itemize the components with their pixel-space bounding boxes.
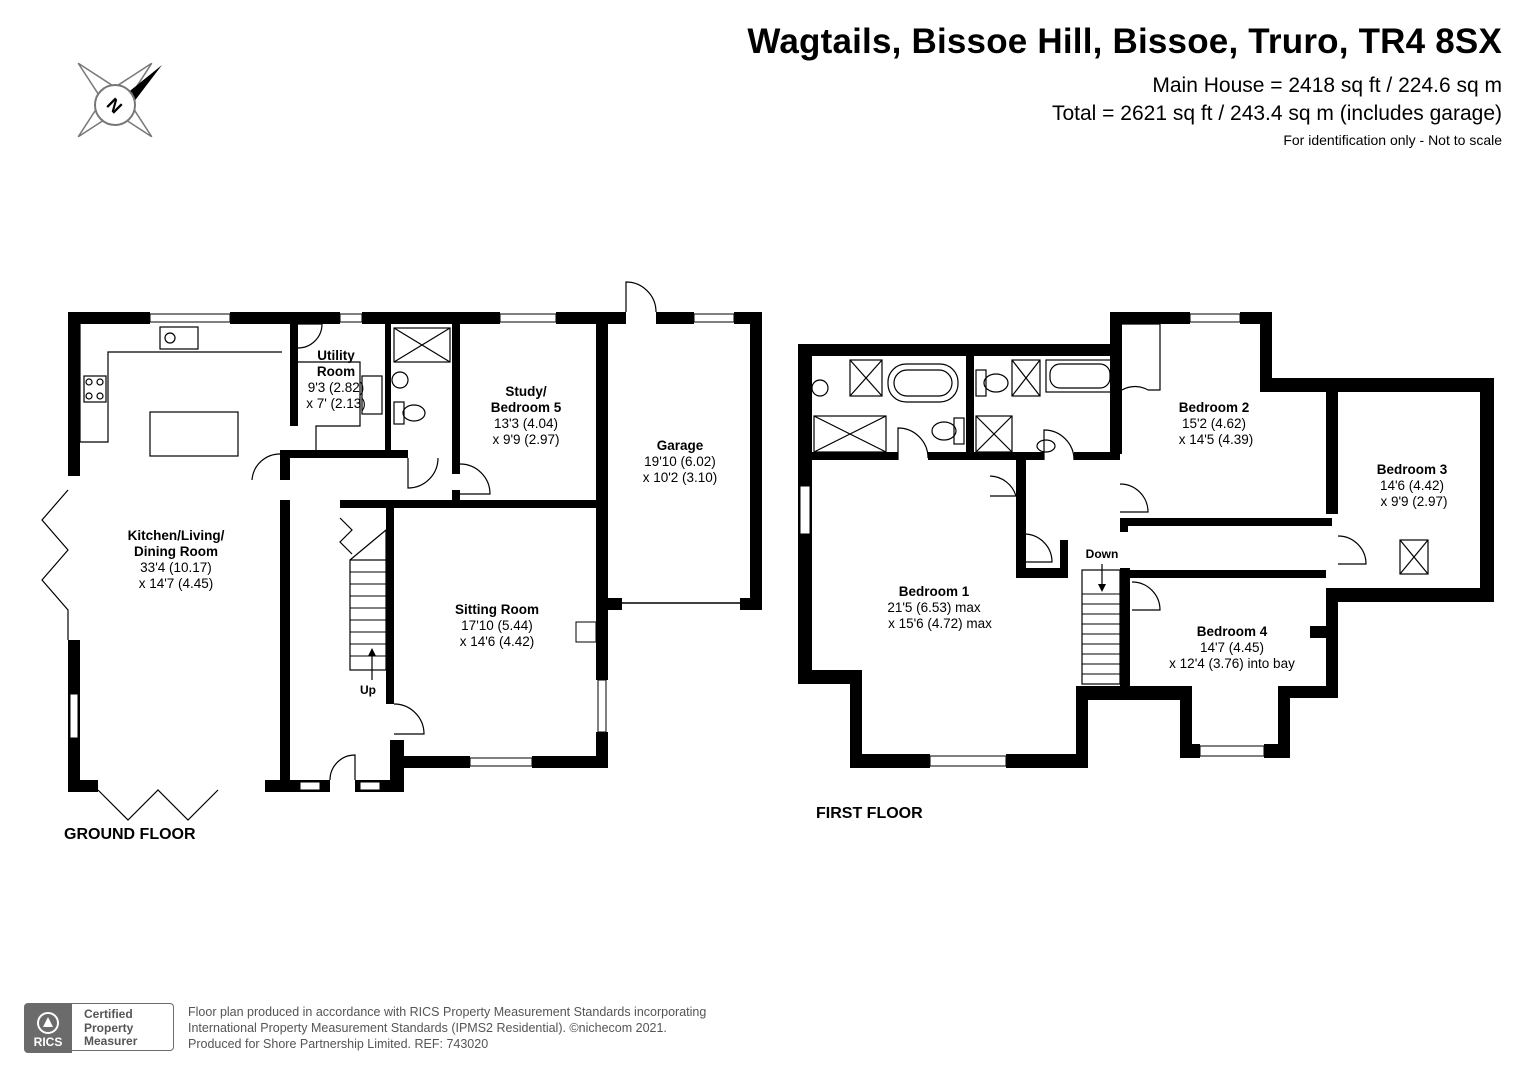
kitchen-dim-1: 33'4 (10.17) (140, 560, 212, 575)
footer-line-2: International Property Measurement Stand… (188, 1021, 667, 1035)
kitchen-dim-2: x 14'7 (4.45) (139, 576, 214, 591)
stairs-up-label: Up (360, 683, 376, 697)
rics-certified-badge: RICS Certified Property Measurer (24, 1003, 176, 1053)
badge-line-3: Measurer (84, 1034, 138, 1048)
bedroom3-dim-1: 14'6 (4.42) (1380, 478, 1444, 493)
stairs-down-label: Down (1086, 547, 1119, 561)
first-floor-fittings (811, 323, 1429, 685)
bedroom2-name: Bedroom 2 (1179, 400, 1250, 415)
garage-dim-1: 19'10 (6.02) (644, 454, 716, 469)
badge-line-2: Property (84, 1020, 134, 1035)
garage-dim-2: x 10'2 (3.10) (643, 470, 718, 485)
footer-line-3: Produced for Shore Partnership Limited. … (188, 1037, 489, 1051)
utility-name-2: Room (317, 364, 355, 379)
utility-dim-2: x 7' (2.13) (306, 396, 366, 411)
bedroom4-name: Bedroom 4 (1197, 624, 1268, 639)
kitchen-name-2: Dining Room (134, 544, 218, 559)
sitting-room-dim-2: x 14'6 (4.42) (460, 634, 535, 649)
first-floor-walls (798, 312, 1494, 768)
ground-floor-fittings (41, 281, 657, 821)
compass-north-icon: N (77, 62, 162, 138)
sitting-room-dim-1: 17'10 (5.44) (461, 618, 533, 633)
utility-name-1: Utility (317, 348, 355, 363)
study-name-1: Study/ (505, 384, 547, 399)
bedroom1-dim-2: x 15'6 (4.72) max (888, 616, 992, 631)
badge-line-1: Certified (84, 1007, 133, 1021)
footer-line-1: Floor plan produced in accordance with R… (188, 1005, 707, 1019)
main-house-area: Main House = 2418 sq ft / 224.6 sq m (1152, 74, 1502, 97)
bedroom4-dim-2: x 12'4 (3.76) into bay (1169, 656, 1295, 671)
bedroom1-name: Bedroom 1 (899, 584, 970, 599)
kitchen-name-1: Kitchen/Living/ (128, 528, 225, 543)
rics-logo: RICS (24, 1003, 72, 1053)
bedroom3-name: Bedroom 3 (1377, 462, 1448, 477)
badge-text: Certified Property Measurer (72, 1003, 174, 1051)
total-area: Total = 2621 sq ft / 243.4 sq m (include… (1051, 102, 1502, 125)
first-floor-label: FIRST FLOOR (816, 805, 923, 822)
scale-disclaimer: For identification only - Not to scale (1283, 132, 1502, 148)
bedroom4-dim-1: 14'7 (4.45) (1200, 640, 1264, 655)
sitting-room-name: Sitting Room (455, 602, 539, 617)
rics-logo-text: RICS (33, 1035, 63, 1049)
utility-dim-1: 9'3 (2.82) (308, 380, 365, 395)
study-dim-2: x 9'9 (2.97) (492, 432, 559, 447)
study-name-2: Bedroom 5 (491, 400, 562, 415)
garage-name: Garage (657, 438, 704, 453)
property-title: Wagtails, Bissoe Hill, Bissoe, Truro, TR… (747, 22, 1502, 61)
bedroom2-dim-1: 15'2 (4.62) (1182, 416, 1246, 431)
ground-floor-walls (68, 312, 762, 792)
rics-crest-icon (37, 1012, 59, 1034)
study-dim-1: 13'3 (4.04) (494, 416, 558, 431)
bedroom3-dim-2: x 9'9 (2.97) (1380, 494, 1447, 509)
footer-notes: Floor plan produced in accordance with R… (188, 1004, 706, 1052)
bedroom2-dim-2: x 14'5 (4.39) (1179, 432, 1254, 447)
bedroom1-dim-1: 21'5 (6.53) max (887, 600, 981, 615)
ground-floor-label: GROUND FLOOR (64, 826, 196, 843)
